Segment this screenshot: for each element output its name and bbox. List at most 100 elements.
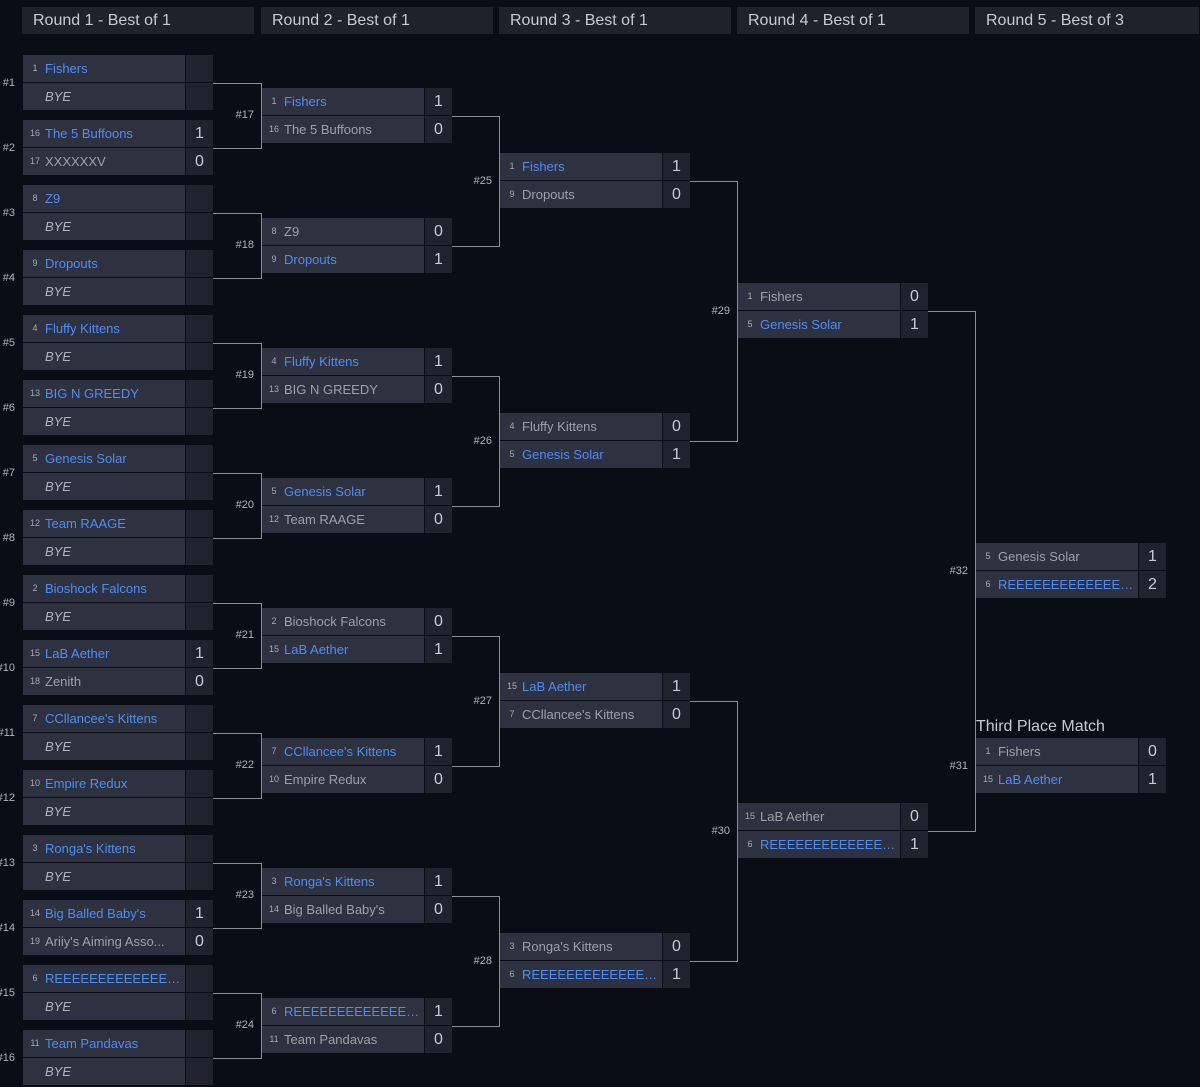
match-4-bottom-team[interactable]: BYE [23,278,213,305]
team-name[interactable]: Fishers [284,94,327,109]
match-12-bottom-team[interactable]: BYE [23,798,213,825]
team-name[interactable]: Big Balled Baby's [284,902,385,917]
team-name[interactable]: Bioshock Falcons [284,614,386,629]
team-name[interactable]: BIG N GREEDY [45,386,139,401]
team-name[interactable]: Empire Redux [284,772,367,787]
team-name[interactable]: LaB Aether [284,642,349,657]
team-name[interactable]: XXXXXXV [45,154,106,169]
team-name[interactable]: Ronga's Kittens [45,841,136,856]
team-name[interactable]: BIG N GREEDY [284,382,378,397]
team-name[interactable]: Genesis Solar [522,447,604,462]
team-name[interactable]: Dropouts [45,256,98,271]
team-name[interactable]: REEEEEEEEEEEEEEE... [45,971,183,986]
team-name[interactable]: Z9 [284,224,300,239]
team-name[interactable]: Fishers [998,744,1041,759]
team-name[interactable]: Fluffy Kittens [522,419,597,434]
team-name[interactable]: Genesis Solar [45,451,127,466]
match-11-bottom-team[interactable]: BYE [23,733,213,760]
team-name[interactable]: Genesis Solar [998,549,1080,564]
team-name[interactable]: LaB Aether [522,679,587,694]
team-name[interactable]: Genesis Solar [284,484,366,499]
match-16-bottom-team[interactable]: BYE [23,1058,213,1085]
match-8-bottom-team[interactable]: BYE [23,538,213,565]
team-name[interactable]: CCllancee's Kittens [45,711,158,726]
team-name[interactable]: Team RAAGE [45,516,126,531]
team-name[interactable]: REEEEEEEEEEEEEEE... [998,577,1136,592]
team-name[interactable]: Fishers [45,61,88,76]
team-name[interactable]: Fluffy Kittens [45,321,120,336]
team-name[interactable]: Team Pandavas [45,1036,139,1051]
match-13-bottom-team[interactable]: BYE [23,863,213,890]
match-3-bottom-team[interactable]: BYE [23,213,213,240]
team-name[interactable]: Team RAAGE [284,512,365,527]
team-name[interactable]: The 5 Buffoons [284,122,372,137]
team-name[interactable]: Fishers [760,289,803,304]
match-1-bottom-team[interactable]: BYE [23,83,213,110]
team-name[interactable]: REEEEEEEEEEEEEEE... [522,967,660,982]
team-name[interactable]: REEEEEEEEEEEEEEE... [760,837,898,852]
team-name[interactable]: Dropouts [284,252,337,267]
team-name[interactable]: LaB Aether [760,809,825,824]
team-name[interactable]: The 5 Buffoons [45,126,133,141]
team-name[interactable]: CCllancee's Kittens [284,744,397,759]
match-9-bottom-team[interactable]: BYE [23,603,213,630]
match-5-bottom-team[interactable]: BYE [23,343,213,370]
